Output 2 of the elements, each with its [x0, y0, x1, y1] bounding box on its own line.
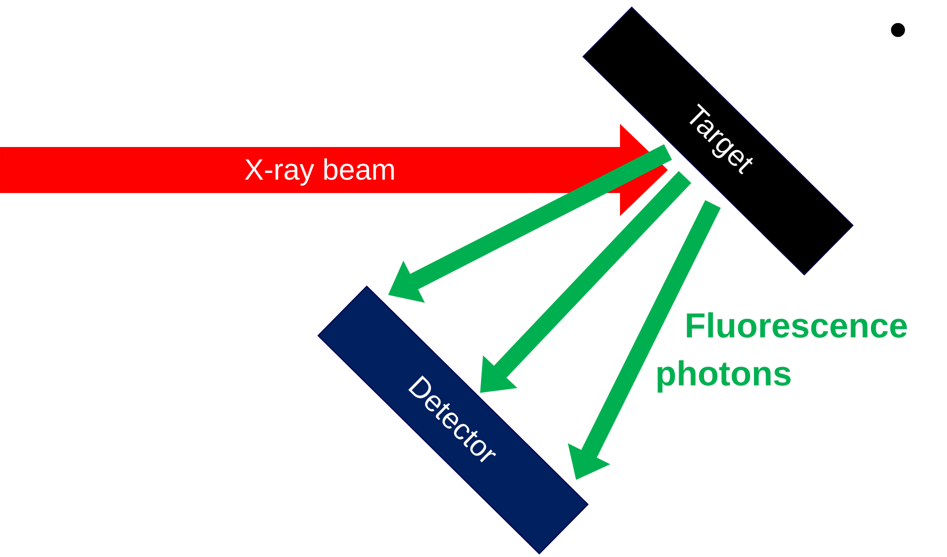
edge-label: X-ray beam — [242, 157, 398, 187]
annotation-text: Fluorescence photons — [658, 312, 907, 393]
